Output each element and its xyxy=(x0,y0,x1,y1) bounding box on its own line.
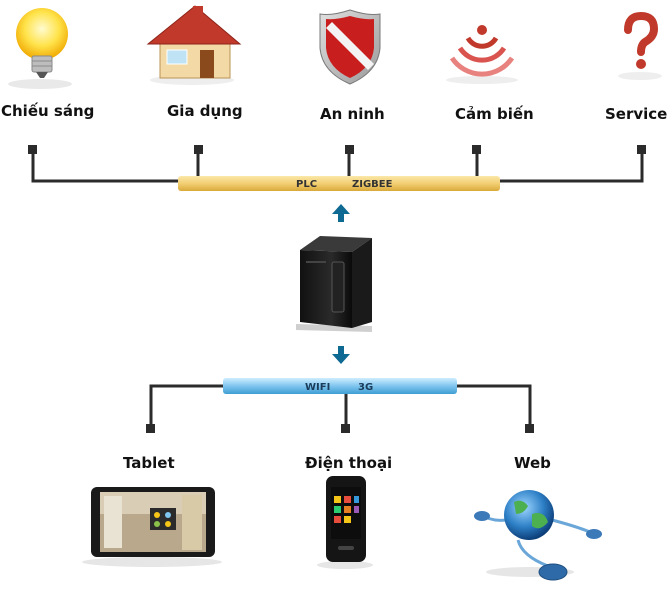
house-icon xyxy=(146,5,242,85)
label-service: Service xyxy=(605,105,667,123)
label-web: Web xyxy=(514,454,551,472)
sensor-signal-icon xyxy=(446,25,518,84)
phone-icon xyxy=(317,476,373,569)
top-bus-label-plc: PLC xyxy=(296,179,317,190)
top-connector-nodes xyxy=(28,145,646,154)
question-mark-icon xyxy=(618,11,662,80)
tablet-icon xyxy=(82,487,222,567)
bottom-bus-label-3g: 3G xyxy=(358,382,373,393)
security-shield-icon xyxy=(319,9,381,85)
label-lighting: Chiếu sáng xyxy=(1,102,95,120)
up-arrow-icon xyxy=(332,204,350,222)
top-bus-label-zigbee: ZIGBEE xyxy=(352,179,393,190)
top-bus xyxy=(178,176,500,191)
down-arrow-icon xyxy=(332,346,350,364)
light-bulb-icon xyxy=(8,8,72,89)
server-tower-icon xyxy=(296,236,372,332)
bottom-connector-nodes xyxy=(146,424,534,433)
globe-web-icon xyxy=(474,490,602,581)
label-appliances: Gia dụng xyxy=(167,102,243,120)
bottom-bus-label-wifi: WIFI xyxy=(305,382,330,393)
label-security: An ninh xyxy=(320,105,385,123)
label-phone: Điện thoại xyxy=(305,454,393,472)
label-sensors: Cảm biến xyxy=(455,105,534,123)
top-connectors xyxy=(31,150,644,183)
label-tablet: Tablet xyxy=(123,454,175,472)
bottom-bus xyxy=(223,378,457,394)
bottom-connectors xyxy=(149,384,532,428)
